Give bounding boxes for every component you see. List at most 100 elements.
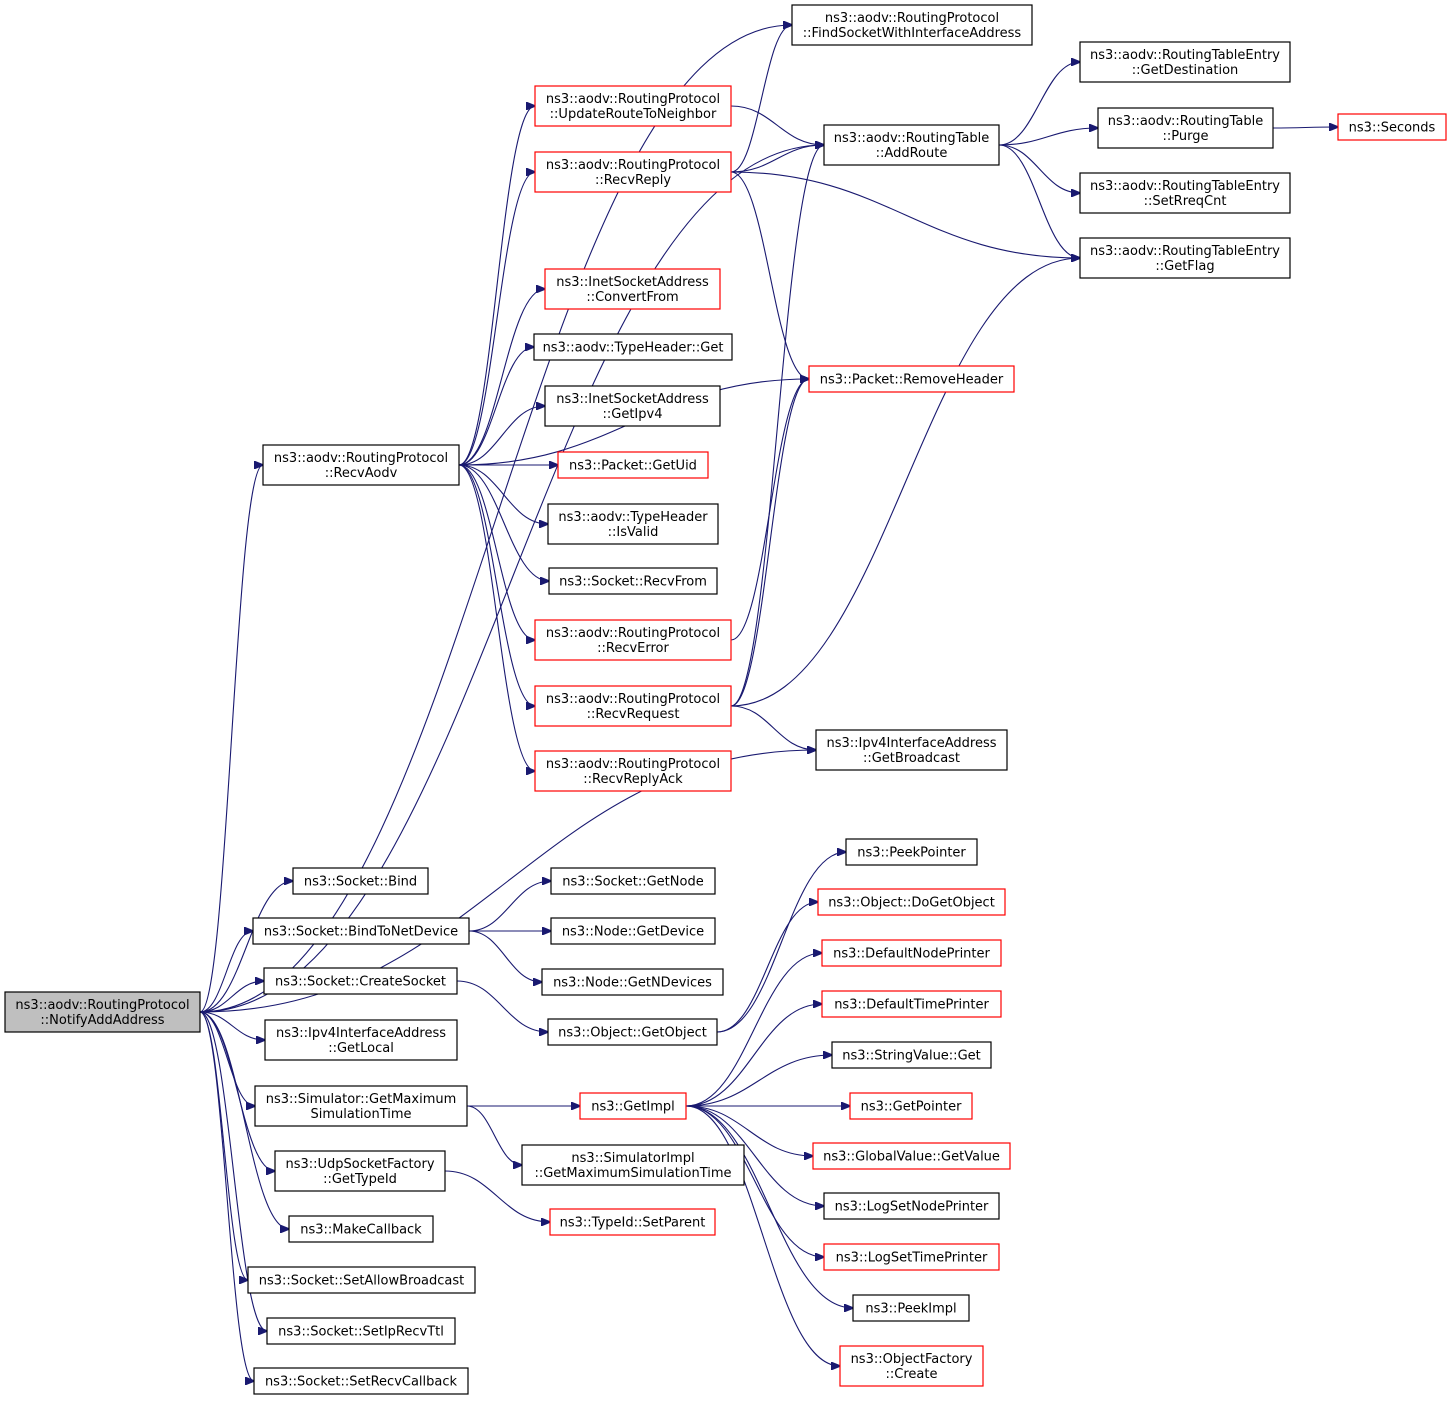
node-seconds[interactable]: ns3::Seconds [1337,113,1447,141]
node-socket-recv-from[interactable]: ns3::Socket::RecvFrom [548,567,718,595]
node-box [534,151,732,193]
edge-get-impl-to-log-set-time-printer [685,1105,824,1257]
node-object-get-object[interactable]: ns3::Object::GetObject [547,1018,718,1046]
node-type-header-get[interactable]: ns3::aodv::TypeHeader::Get [533,333,733,361]
node-ipv4-get-local[interactable]: ns3::Ipv4InterfaceAddress::GetLocal [264,1019,458,1061]
node-convert-from[interactable]: ns3::InetSocketAddress::ConvertFrom [544,268,721,310]
node-rt-purge[interactable]: ns3::aodv::RoutingTable::Purge [1097,107,1274,149]
node-simimpl-get-max-time[interactable]: ns3::SimulatorImpl::GetMaximumSimulation… [521,1144,745,1186]
node-label: ::GetLocal [328,1041,394,1056]
node-peek-impl[interactable]: ns3::PeekImpl [852,1294,970,1322]
node-label: ns3::Ipv4InterfaceAddress [826,736,996,751]
node-type-header-is-valid[interactable]: ns3::aodv::TypeHeader::IsValid [547,503,719,545]
node-default-time-printer[interactable]: ns3::DefaultTimePrinter [821,990,1002,1018]
node-remove-header[interactable]: ns3::Packet::RemoveHeader [808,365,1015,393]
node-box [4,991,201,1033]
node-notify-add-address[interactable]: ns3::aodv::RoutingProtocol::NotifyAddAdd… [4,991,201,1033]
node-rte-get-destination[interactable]: ns3::aodv::RoutingTableEntry::GetDestina… [1079,41,1291,83]
node-label: ::ConvertFrom [586,290,678,305]
node-label: ns3::Socket::GetNode [562,875,703,890]
node-label: ns3::Socket::RecvFrom [559,575,707,590]
node-bind-to-net-device[interactable]: ns3::Socket::BindToNetDevice [252,917,470,945]
node-box [817,888,1006,916]
node-box [544,268,721,310]
edge-udp-get-type-id-to-type-id-set-parent [444,1170,550,1222]
node-box [845,838,978,866]
node-label: ns3::InetSocketAddress [556,275,709,290]
node-rt-add-route[interactable]: ns3::aodv::RoutingTable::AddRoute [823,124,1000,166]
node-recv-reply[interactable]: ns3::aodv::RoutingProtocol::RecvReply [534,151,732,193]
node-do-get-object[interactable]: ns3::Object::DoGetObject [817,888,1006,916]
node-string-value-get[interactable]: ns3::StringValue::Get [831,1041,992,1069]
node-recv-aodv[interactable]: ns3::aodv::RoutingProtocol::RecvAodv [262,444,460,486]
node-box [541,968,724,996]
node-log-set-node-printer[interactable]: ns3::LogSetNodePrinter [823,1192,1000,1220]
node-recv-request[interactable]: ns3::aodv::RoutingProtocol::RecvRequest [534,685,732,727]
node-node-get-device[interactable]: ns3::Node::GetDevice [550,917,716,945]
node-box [534,685,732,727]
edge-notify-add-address-to-bind-to-net-device [199,931,253,1013]
node-get-ipv4[interactable]: ns3::InetSocketAddress::GetIpv4 [544,385,721,427]
node-set-ip-recv-ttl[interactable]: ns3::Socket::SetIpRecvTtl [266,1317,456,1345]
edge-get-impl-to-peek-impl [685,1105,853,1308]
node-rte-get-flag[interactable]: ns3::aodv::RoutingTableEntry::GetFlag [1079,237,1291,279]
edge-recv-request-to-get-broadcast [730,705,816,750]
node-recv-reply-ack[interactable]: ns3::aodv::RoutingProtocol::RecvReplyAck [534,750,732,792]
node-box [831,1041,992,1069]
node-recv-error[interactable]: ns3::aodv::RoutingProtocol::RecvError [534,619,732,661]
edge-bind-to-net-device-to-socket-get-node [468,881,551,932]
edge-create-socket-to-object-get-object [456,980,548,1032]
node-node-get-n-devices[interactable]: ns3::Node::GetNDevices [541,968,724,996]
node-udp-get-type-id[interactable]: ns3::UdpSocketFactory::GetTypeId [274,1150,446,1192]
edges-layer [199,25,1338,1381]
node-label: ns3::aodv::RoutingProtocol [546,757,720,772]
edge-recv-aodv-to-convert-from [458,289,545,466]
node-find-socket[interactable]: ns3::aodv::RoutingProtocol::FindSocketWi… [791,4,1033,46]
edge-recv-request-to-rte-get-flag [730,258,1080,707]
node-label: ns3::TypeId::SetParent [560,1216,706,1231]
node-log-set-time-printer[interactable]: ns3::LogSetTimePrinter [823,1243,1000,1271]
node-rte-set-rreq-cnt[interactable]: ns3::aodv::RoutingTableEntry::SetRreqCnt [1079,172,1291,214]
node-label: ns3::Object::GetObject [558,1026,707,1041]
node-label: ns3::UdpSocketFactory [285,1157,434,1172]
node-update-route-to-neighbor[interactable]: ns3::aodv::RoutingProtocol::UpdateRouteT… [534,85,732,127]
node-box [550,917,716,945]
edge-notify-add-address-to-find-socket [199,25,792,1013]
node-set-recv-callback[interactable]: ns3::Socket::SetRecvCallback [253,1367,469,1395]
node-label: ns3::Packet::RemoveHeader [820,373,1004,388]
node-socket-get-node[interactable]: ns3::Socket::GetNode [550,867,716,895]
edge-recv-aodv-to-type-header-get [458,347,534,466]
node-label: ::GetMaximumSimulationTime [534,1166,731,1181]
node-set-allow-broadcast[interactable]: ns3::Socket::SetAllowBroadcast [247,1266,476,1294]
node-label: ns3::ObjectFactory [851,1352,973,1367]
node-label: ::NotifyAddAddress [40,1013,164,1028]
node-get-broadcast[interactable]: ns3::Ipv4InterfaceAddress::GetBroadcast [815,729,1008,771]
node-get-impl[interactable]: ns3::GetImpl [579,1092,687,1120]
node-label: ns3::DefaultTimePrinter [834,998,989,1013]
edge-notify-add-address-to-ipv4-get-local [199,1011,265,1040]
node-box [534,750,732,792]
node-box [262,444,460,486]
node-label: ::Purge [1163,129,1209,144]
edge-notify-add-address-to-recv-aodv [199,465,263,1013]
edge-recv-reply-to-rt-add-route [730,145,824,173]
node-label: ns3::Socket::SetIpRecvTtl [278,1325,444,1340]
edge-object-get-object-to-peek-pointer [716,852,846,1033]
node-packet-get-uid[interactable]: ns3::Packet::GetUid [557,451,709,479]
node-label: ns3::DefaultNodePrinter [833,947,990,962]
node-type-id-set-parent[interactable]: ns3::TypeId::SetParent [549,1208,716,1236]
node-sim-get-max-time[interactable]: ns3::Simulator::GetMaximumSimulationTime [254,1085,468,1127]
node-label: ns3::aodv::RoutingProtocol [546,158,720,173]
node-label: ns3::PeekImpl [865,1302,956,1317]
node-create-socket[interactable]: ns3::Socket::CreateSocket [263,967,458,995]
edge-recv-request-to-remove-header [730,379,809,707]
node-label: ns3::Packet::GetUid [569,459,697,474]
node-global-value-get-value[interactable]: ns3::GlobalValue::GetValue [812,1142,1011,1170]
node-default-node-printer[interactable]: ns3::DefaultNodePrinter [821,939,1002,967]
node-peek-pointer[interactable]: ns3::PeekPointer [845,838,978,866]
node-make-callback[interactable]: ns3::MakeCallback [288,1215,434,1243]
node-get-pointer[interactable]: ns3::GetPointer [849,1092,973,1120]
node-box [521,1144,745,1186]
node-socket-bind[interactable]: ns3::Socket::Bind [292,867,429,895]
node-object-factory-create[interactable]: ns3::ObjectFactory::Create [839,1345,984,1387]
